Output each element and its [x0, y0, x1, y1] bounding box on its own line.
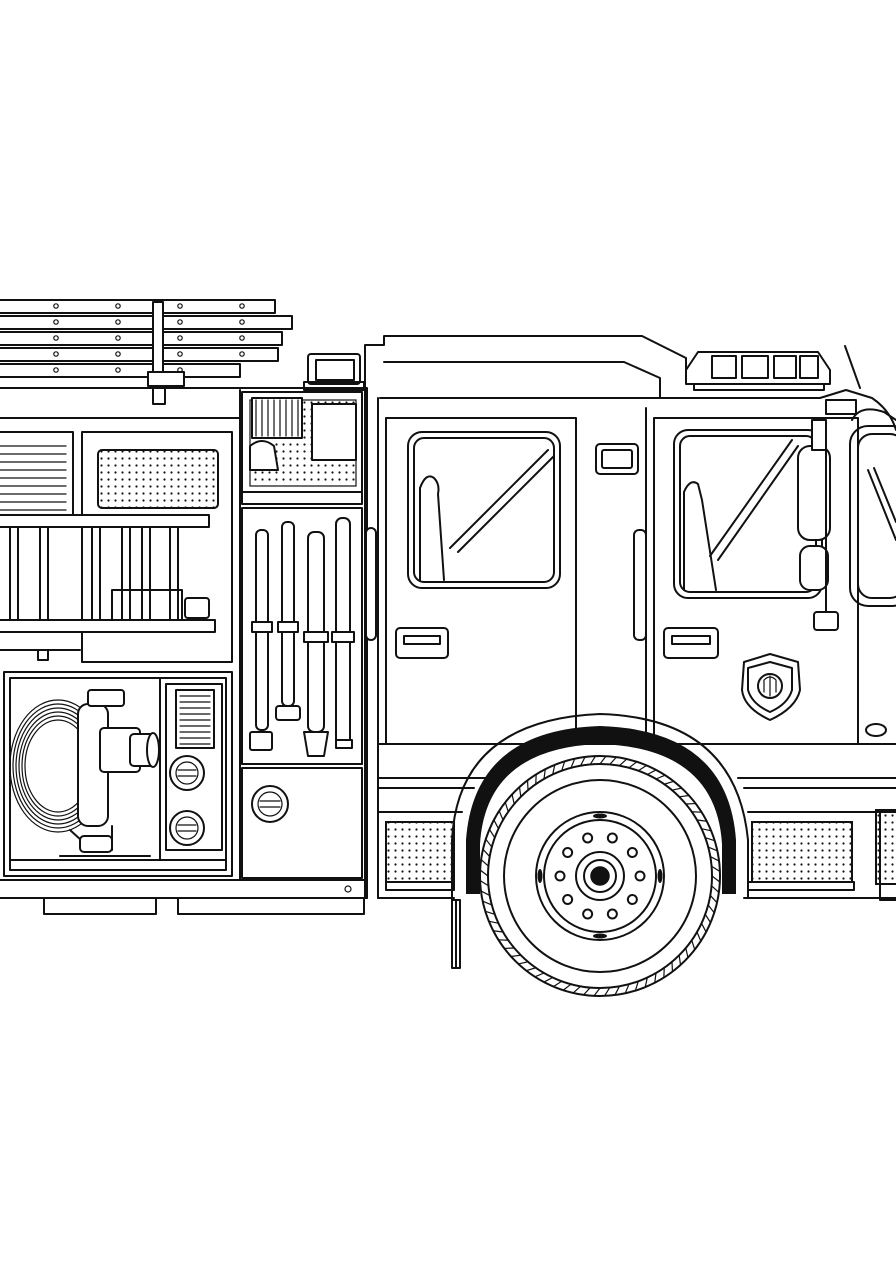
- tool-hook: [303, 531, 329, 757]
- shield-emblem-icon: [741, 653, 801, 721]
- hose-reel-compartment: [3, 671, 233, 877]
- tool-pike: [331, 517, 355, 749]
- step-panels: [385, 809, 896, 891]
- wheel-arch: [451, 713, 749, 969]
- tool-bar: [275, 521, 301, 721]
- side-ladder: [0, 514, 216, 661]
- dotted-compartment: [81, 431, 233, 663]
- tool-compartment: [241, 391, 363, 879]
- gauge-1: [169, 755, 205, 791]
- light-bar-icon: [685, 351, 831, 391]
- roof-ladders: [0, 299, 293, 405]
- hose-reel: [9, 689, 160, 857]
- rear-body: [0, 387, 368, 915]
- gauge-2: [169, 810, 205, 846]
- tool-axe: [249, 529, 273, 751]
- compartment-latch: [251, 785, 289, 823]
- louver-compartment: [0, 431, 74, 523]
- roof-box: [303, 353, 365, 391]
- cab-body: [364, 335, 896, 899]
- rear-cab-door: [385, 417, 647, 745]
- wheel-icon: [479, 755, 721, 997]
- front-cab-door: [653, 417, 859, 745]
